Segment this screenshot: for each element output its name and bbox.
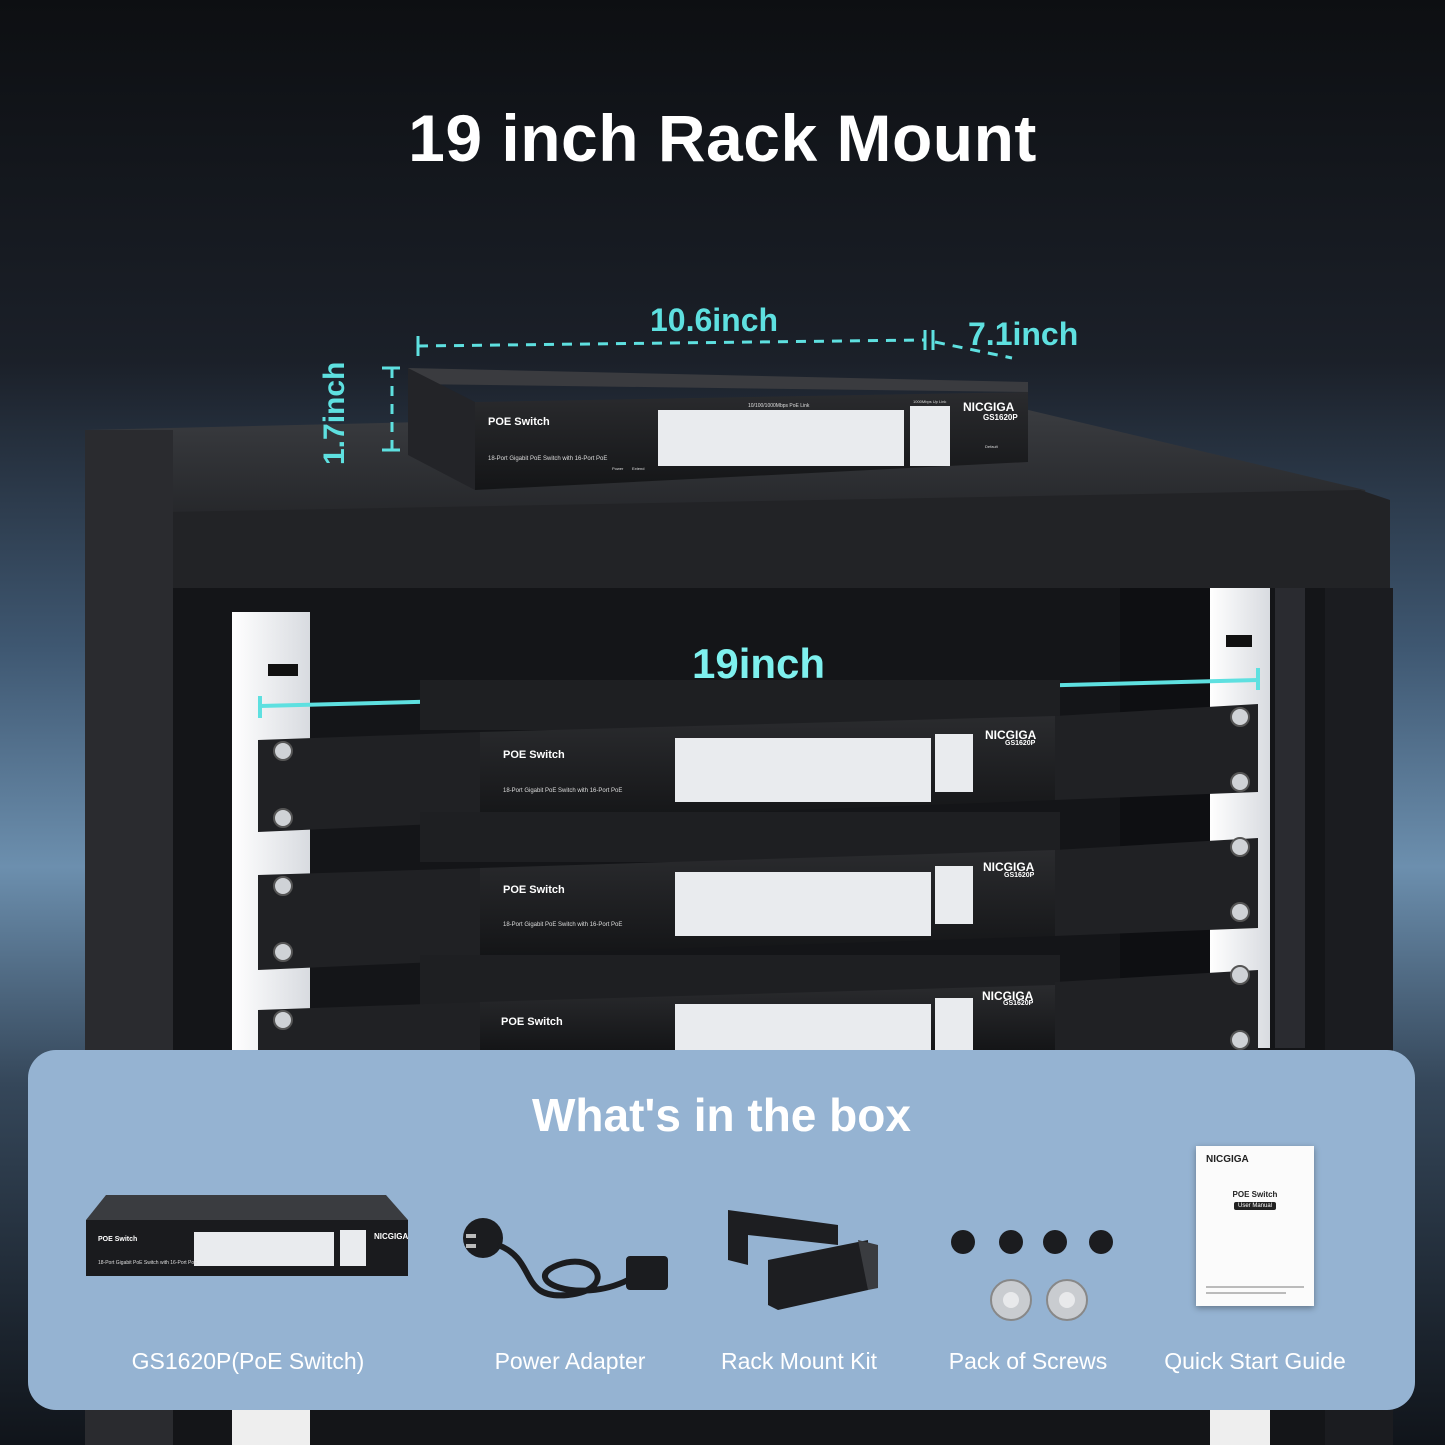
- switch-extend-label: Extend: [632, 466, 645, 471]
- switch-title: POE Switch: [488, 416, 550, 428]
- rack-switch-2-title: POE Switch: [503, 884, 565, 896]
- switch-icon: [86, 1195, 408, 1276]
- top-switch: [408, 368, 1028, 490]
- height-label: 1.7inch: [318, 361, 351, 465]
- depth-label: 7.1inch: [968, 316, 1079, 352]
- item-label-power-adapter: Power Adapter: [494, 1348, 646, 1374]
- rack-switch-3-title: POE Switch: [501, 1016, 563, 1028]
- switch-power-label: Power: [612, 466, 624, 471]
- rack-switch-2-model: GS1620P: [1004, 872, 1035, 879]
- rack-switch-1: [258, 680, 1258, 832]
- manual-icon: NICGIGA POE Switch User Manual: [1196, 1146, 1314, 1306]
- switch-default-label: Default: [985, 444, 998, 449]
- left-rail: [232, 612, 310, 1052]
- rack-switch-3-model: GS1620P: [1003, 1000, 1034, 1007]
- guide-subtitle: User Manual: [1234, 1202, 1277, 1210]
- rack-switch-3-brand: NICGIGA: [982, 989, 1034, 1003]
- power-cord-icon: [463, 1218, 668, 1299]
- switch-poe-label: 10/100/1000Mbps PoE Link: [748, 403, 810, 409]
- rack-screws: [273, 707, 1250, 1050]
- headline: 19 inch Rack Mount: [408, 101, 1037, 175]
- rack-width-label: 19inch: [692, 640, 826, 687]
- guide-title: POE Switch: [1232, 1190, 1278, 1199]
- item-label-guide: Quick Start Guide: [1164, 1348, 1346, 1374]
- switch-brand: NICGIGA: [963, 400, 1015, 414]
- screw-icon: [951, 1230, 1113, 1321]
- box-contents-panel: What's in the box POE Switch NICGIGA 18-…: [28, 1050, 1415, 1410]
- item-label-screws: Pack of Screws: [948, 1348, 1108, 1374]
- item-label-switch: GS1620P(PoE Switch): [131, 1348, 365, 1374]
- box-switch-title: POE Switch: [98, 1236, 138, 1243]
- rack-switch-2-description: 18-Port Gigabit PoE Switch with 16-Port …: [503, 922, 623, 928]
- box-switch-brand: NICGIGA: [374, 1232, 409, 1241]
- rack-switch-1-brand: NICGIGA: [985, 728, 1037, 742]
- rack-switch-1-model: GS1620P: [1005, 740, 1036, 747]
- rack-switch-2-brand: NICGIGA: [983, 860, 1035, 874]
- rack-switch-1-description: 18-Port Gigabit PoE Switch with 16-Port …: [503, 788, 623, 794]
- rack-switch-3: [258, 955, 1258, 1050]
- switch-uplink-label: 1000Mbps Up Link: [913, 399, 947, 404]
- switch-description: 18-Port Gigabit PoE Switch with 16-Port …: [488, 456, 608, 462]
- switch-model: GS1620P: [983, 413, 1018, 422]
- box-title: What's in the box: [532, 1089, 911, 1141]
- guide-brand: NICGIGA: [1206, 1154, 1249, 1165]
- bracket-icon: [728, 1210, 878, 1310]
- rack-switch-1-title: POE Switch: [503, 749, 565, 761]
- box-switch-description: 18-Port Gigabit PoE Switch with 16-Port …: [98, 1260, 198, 1266]
- item-label-rack-kit: Rack Mount Kit: [721, 1348, 877, 1374]
- rack-switch-2: [258, 812, 1258, 970]
- width-label: 10.6inch: [650, 302, 779, 338]
